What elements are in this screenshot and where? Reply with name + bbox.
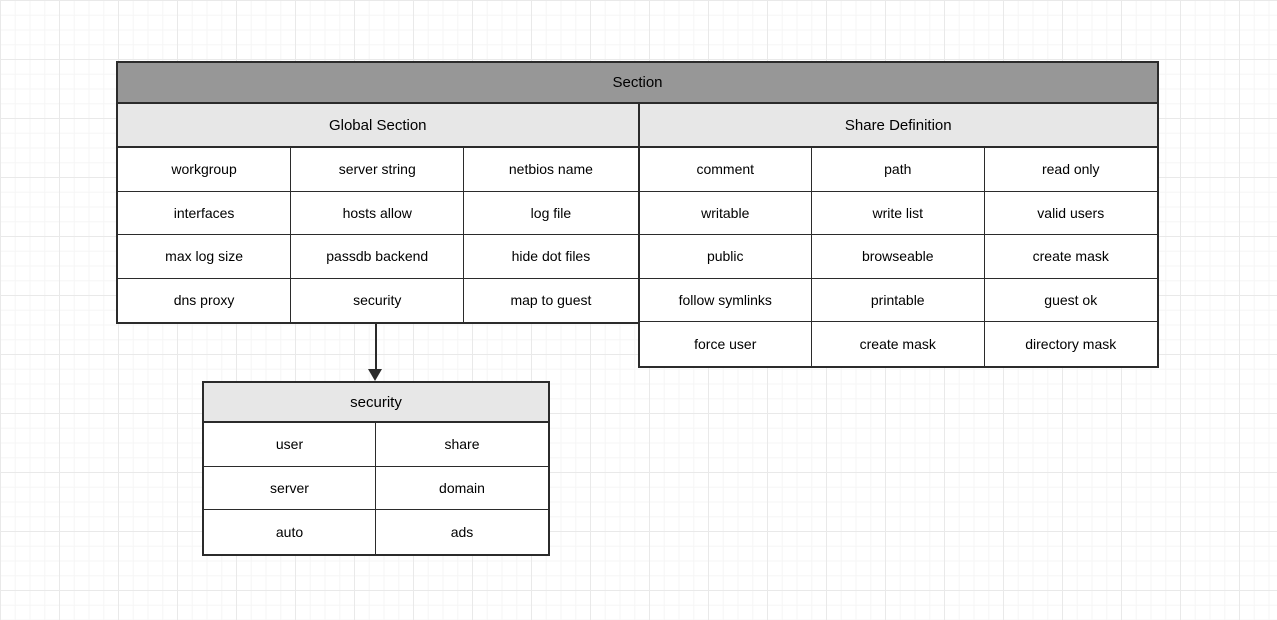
cell-path[interactable]: path <box>812 148 985 192</box>
cell-writable[interactable]: writable <box>639 191 812 235</box>
share-definition-cells: comment path read only writable write li… <box>639 148 1157 366</box>
cell-read-only[interactable]: read only <box>984 148 1157 192</box>
cell-comment[interactable]: comment <box>639 148 812 192</box>
arrow-line <box>374 322 377 370</box>
cell-browseable[interactable]: browseable <box>812 235 985 279</box>
cell-domain[interactable]: domain <box>376 466 548 511</box>
cell-guest-ok[interactable]: guest ok <box>984 278 1157 322</box>
cell-server[interactable]: server <box>204 466 376 511</box>
cell-auto[interactable]: auto <box>204 510 376 555</box>
cell-map-to-guest[interactable]: map to guest <box>464 278 638 322</box>
section-table-title[interactable]: Section <box>116 61 1159 104</box>
share-definition-header[interactable]: Share Definition <box>639 104 1157 148</box>
global-section-cells: workgroup server string netbios name int… <box>118 148 638 322</box>
cell-create-mask[interactable]: create mask <box>984 235 1157 279</box>
cell-force-user[interactable]: force user <box>639 322 812 366</box>
cell-dns-proxy[interactable]: dns proxy <box>118 278 292 322</box>
cell-server-string[interactable]: server string <box>291 148 465 192</box>
cell-workgroup[interactable]: workgroup <box>118 148 292 192</box>
cell-share[interactable]: share <box>376 423 548 467</box>
security-table-title[interactable]: security <box>202 381 550 423</box>
global-section: Global Section workgroup server string n… <box>116 104 638 324</box>
cell-ads[interactable]: ads <box>376 510 548 555</box>
section-table: Section Global Section workgroup server … <box>116 61 1159 368</box>
cell-max-log-size[interactable]: max log size <box>118 235 292 279</box>
security-table: security user share server domain auto a… <box>202 381 550 557</box>
cell-netbios-name[interactable]: netbios name <box>464 148 638 192</box>
cell-create-mask-2[interactable]: create mask <box>812 322 985 366</box>
cell-valid-users[interactable]: valid users <box>984 191 1157 235</box>
global-section-header[interactable]: Global Section <box>118 104 638 148</box>
cell-user[interactable]: user <box>204 423 376 467</box>
share-definition-section: Share Definition comment path read only … <box>637 104 1159 368</box>
cell-passdb-backend[interactable]: passdb backend <box>291 235 465 279</box>
cell-printable[interactable]: printable <box>812 278 985 322</box>
security-table-cells: user share server domain auto ads <box>202 423 550 557</box>
cell-hosts-allow[interactable]: hosts allow <box>291 191 465 235</box>
cell-public[interactable]: public <box>639 235 812 279</box>
cell-hide-dot-files[interactable]: hide dot files <box>464 235 638 279</box>
cell-directory-mask[interactable]: directory mask <box>984 322 1157 366</box>
section-table-body: Global Section workgroup server string n… <box>116 104 1159 368</box>
cell-log-file[interactable]: log file <box>464 191 638 235</box>
cell-follow-symlinks[interactable]: follow symlinks <box>639 278 812 322</box>
cell-security[interactable]: security <box>291 278 465 322</box>
cell-interfaces[interactable]: interfaces <box>118 191 292 235</box>
arrow-head-icon <box>368 369 382 381</box>
cell-write-list[interactable]: write list <box>812 191 985 235</box>
